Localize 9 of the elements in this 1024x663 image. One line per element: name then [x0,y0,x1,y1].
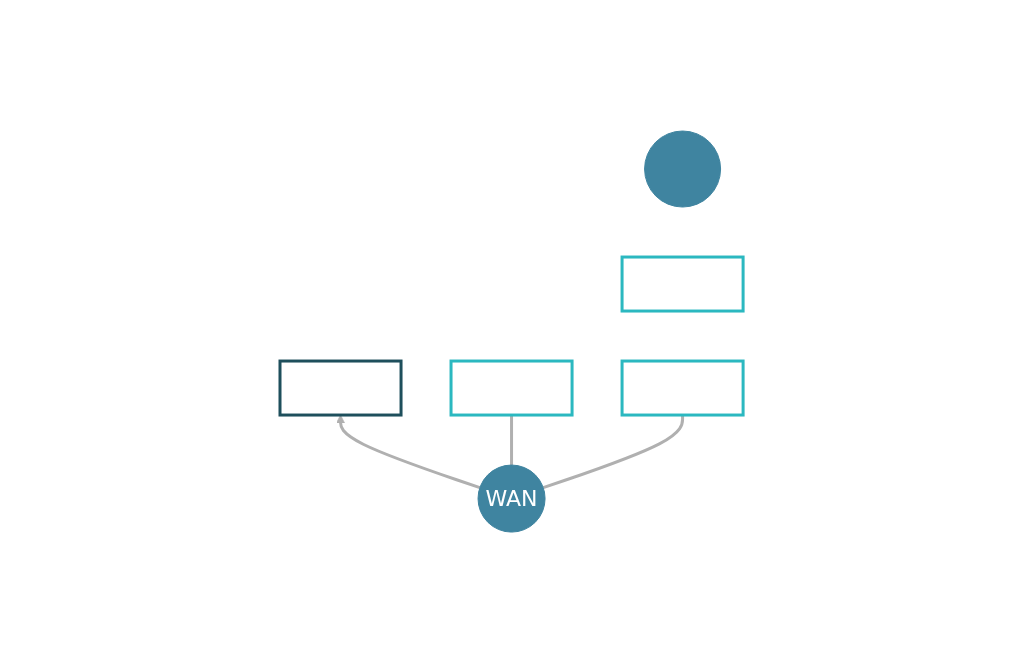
connector [510,415,514,465]
node-box [450,359,574,417]
node-box [621,359,746,417]
node-box [278,359,403,417]
node-circle [644,130,722,208]
arrow [336,414,481,490]
node-box [621,255,746,313]
node-circle: WAN [477,464,547,533]
connector [543,415,685,490]
